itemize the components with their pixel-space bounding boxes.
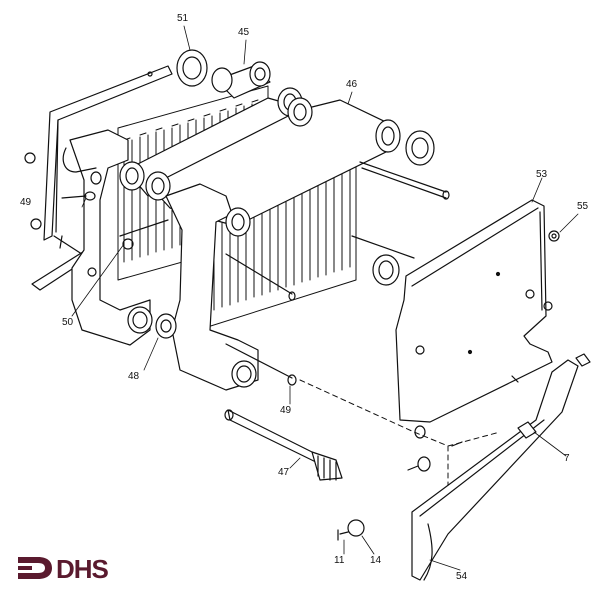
leader-lines (71, 25, 579, 571)
callout-11: 11 (334, 555, 345, 566)
assembly-dashed-line (299, 379, 501, 521)
callout-48: 48 (128, 371, 140, 382)
side-panel-53 (395, 199, 553, 423)
dhs-logo: DHS (14, 553, 124, 583)
callout-53: 53 (536, 169, 548, 180)
callout-14: 14 (370, 555, 382, 566)
callout-54: 54 (456, 571, 468, 582)
callout-49-upper: 49 (20, 197, 32, 208)
callout-47: 47 (278, 467, 290, 478)
callout-7: 7 (564, 453, 570, 464)
callout-50: 50 (62, 317, 74, 328)
bottom-rail-54 (411, 359, 579, 581)
rear-bracket (24, 65, 173, 241)
callout-51: 51 (177, 13, 189, 24)
callout-55: 55 (577, 201, 589, 212)
callout-45: 45 (238, 27, 250, 38)
fasteners (61, 191, 591, 541)
nipple-47 (224, 409, 343, 481)
gasket-ring-51 (176, 49, 208, 87)
callout-46: 46 (346, 79, 358, 90)
front-section-body (155, 183, 400, 391)
logo-text: DHS (56, 554, 109, 584)
tie-rods (119, 161, 450, 386)
callout-49-lower: 49 (280, 405, 292, 416)
logo-mark-icon (18, 557, 52, 579)
